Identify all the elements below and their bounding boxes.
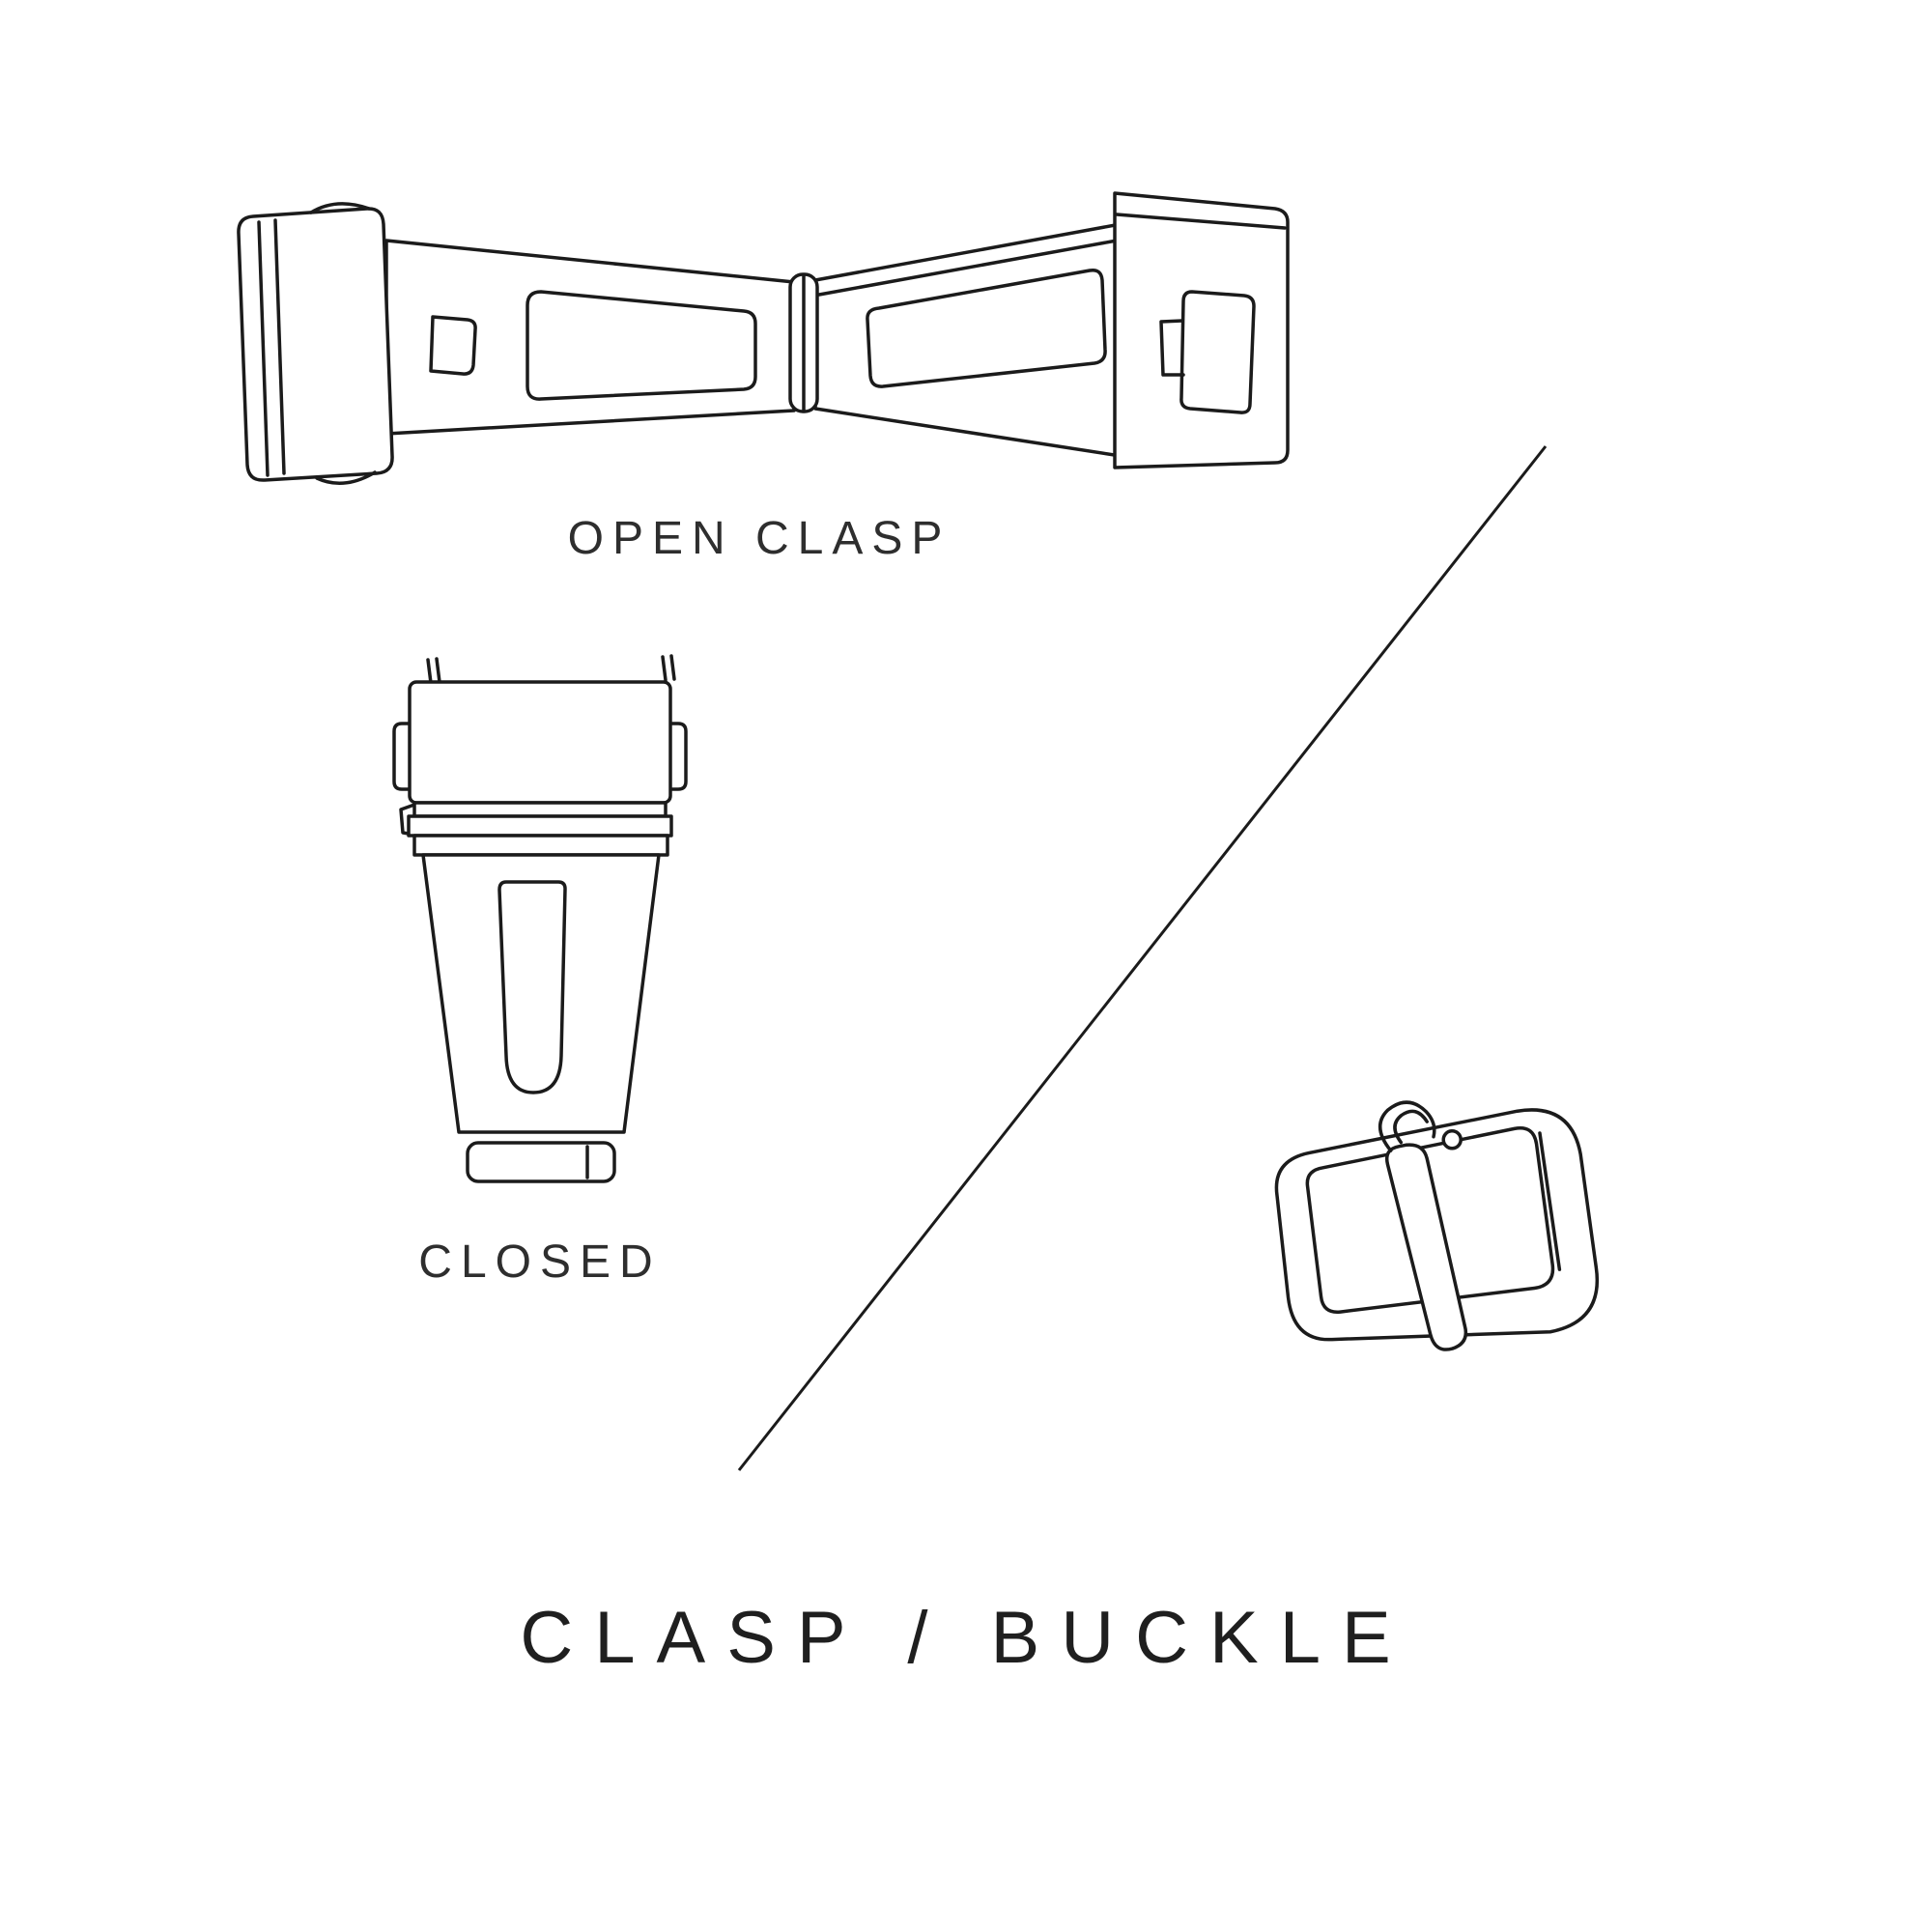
open-clasp-figure: OPEN CLASP — [222, 185, 1296, 565]
closed-clasp-label: CLOSED — [418, 1236, 662, 1288]
open-clasp-illustration — [237, 191, 1290, 485]
closed-clasp-illustration — [392, 654, 688, 1183]
closed-clasp-figure: CLOSED — [383, 652, 697, 1289]
pin-buckle-illustration — [1274, 1100, 1600, 1351]
open-clasp-label: OPEN CLASP — [567, 513, 952, 564]
divider-line — [737, 445, 1548, 1471]
pin-buckle-figure — [1235, 1087, 1630, 1407]
diagram-title: CLASP / BUCKLE — [520, 1597, 1412, 1679]
